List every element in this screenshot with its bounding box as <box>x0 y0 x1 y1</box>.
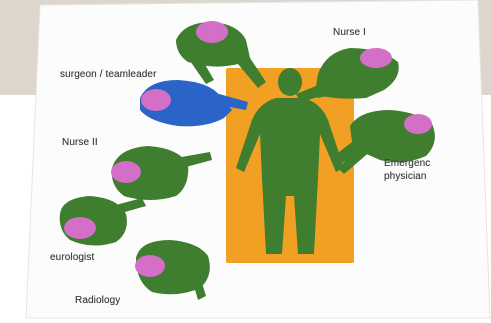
label-nurse-2: Nurse II <box>62 137 98 148</box>
label-physician: physician <box>384 171 427 182</box>
label-emergency: Emergenc <box>384 158 430 169</box>
label-radiology: Radiology <box>75 295 120 306</box>
label-nurse-1: Nurse I <box>333 27 366 38</box>
label-surgeon: surgeon / teamleader <box>60 69 157 80</box>
label-neurologist: eurologist <box>50 252 94 263</box>
